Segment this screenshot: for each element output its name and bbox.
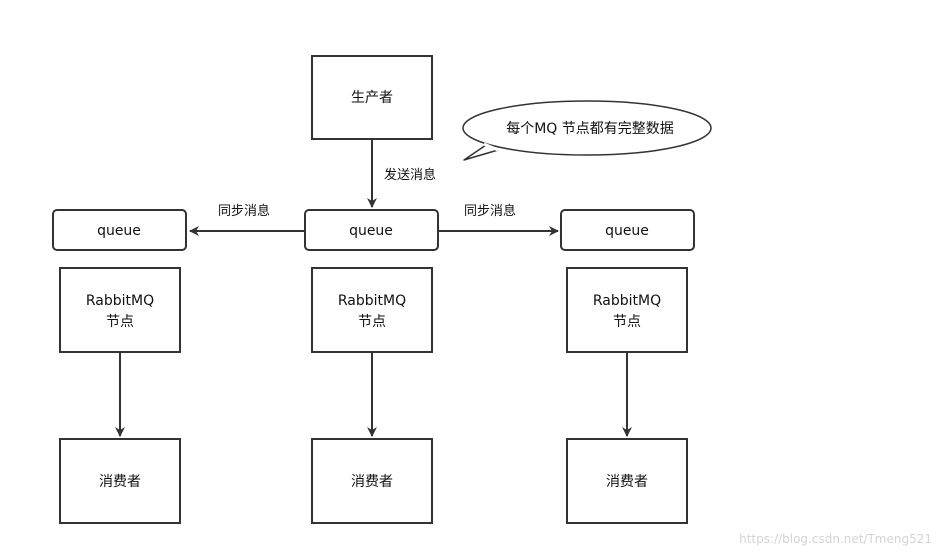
queue-label: queue: [349, 223, 393, 239]
producer-label: 生产者: [351, 90, 393, 106]
rabbitmq-node-suffix: 节点: [613, 314, 641, 330]
sync-label-right: 同步消息: [464, 203, 516, 219]
queue-box-center[interactable]: queue: [304, 209, 439, 251]
rabbitmq-node-suffix: 节点: [358, 314, 386, 330]
consumer-box-left[interactable]: 消费者: [59, 438, 181, 524]
queue-box-left[interactable]: queue: [52, 209, 187, 251]
queue-box-right[interactable]: queue: [560, 209, 695, 251]
queue-label: queue: [605, 223, 649, 239]
send-label: 发送消息: [384, 167, 436, 183]
consumer-label: 消费者: [606, 474, 648, 490]
rabbitmq-node-left[interactable]: RabbitMQ 节点: [59, 267, 181, 353]
consumer-box-center[interactable]: 消费者: [311, 438, 433, 524]
callout-bubble: 每个MQ 节点都有完整数据: [462, 100, 712, 161]
rabbitmq-node-name: RabbitMQ: [593, 293, 661, 309]
producer-box[interactable]: 生产者: [311, 55, 433, 140]
rabbitmq-node-name: RabbitMQ: [86, 293, 154, 309]
rabbitmq-node-suffix: 节点: [106, 314, 134, 330]
rabbitmq-node-right[interactable]: RabbitMQ 节点: [566, 267, 688, 353]
consumer-label: 消费者: [351, 474, 393, 490]
sync-label-left: 同步消息: [218, 203, 270, 219]
queue-label: queue: [97, 223, 141, 239]
consumer-label: 消费者: [99, 474, 141, 490]
consumer-box-right[interactable]: 消费者: [566, 438, 688, 524]
rabbitmq-node-name: RabbitMQ: [338, 293, 406, 309]
callout-text: 每个MQ 节点都有完整数据: [506, 121, 674, 137]
rabbitmq-node-center[interactable]: RabbitMQ 节点: [311, 267, 433, 353]
watermark-text: https://blog.csdn.net/Tmeng521: [739, 532, 932, 546]
